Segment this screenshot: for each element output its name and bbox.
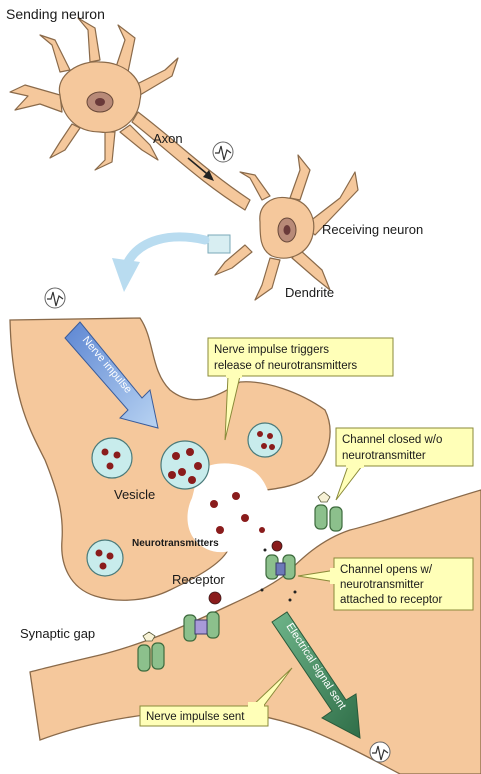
ion-channel-open <box>265 540 296 580</box>
label-vesicle: Vesicle <box>114 487 155 502</box>
sending-neuron <box>9 17 251 211</box>
callout-opens-line3: attached to receptor <box>340 594 442 606</box>
zoom-box <box>207 234 231 254</box>
impulse-icon <box>212 141 234 163</box>
impulse-icon <box>369 741 391 763</box>
zoom-arrow <box>123 232 210 267</box>
receiving-neuron <box>214 154 359 301</box>
callout-opens-line2: neurotransmitter <box>340 579 424 591</box>
ion-channel <box>137 631 165 672</box>
callout-closed-line1: Channel closed w/o <box>342 434 442 446</box>
callout-closed: Channel closed w/o neurotransmitter <box>335 427 474 501</box>
vesicle <box>247 422 283 458</box>
neurotransmitter-cluster <box>210 492 265 534</box>
label-receiving-neuron: Receiving neuron <box>322 222 423 237</box>
vesicle <box>86 539 124 577</box>
ion-channel <box>183 591 222 642</box>
synaptic-cleft <box>187 463 271 553</box>
callout-opens: Channel opens w/ neurotransmitter attach… <box>297 557 474 611</box>
vesicle <box>160 440 210 490</box>
callout-trigger-line2: release of neurotransmitters <box>214 360 357 372</box>
label-dendrite: Dendrite <box>285 285 334 300</box>
callout-trigger: Nerve impulse triggers release of neurot… <box>207 337 394 441</box>
label-neurotransmitters: Neurotransmitters <box>132 538 219 549</box>
callout-sent-text: Nerve impulse sent <box>146 711 245 723</box>
label-axon: Axon <box>153 131 183 146</box>
callout-closed-line2: neurotransmitter <box>342 450 426 462</box>
impulse-icon <box>44 287 66 309</box>
callout-opens-line1: Channel opens w/ <box>340 564 433 576</box>
ion-channel-closed <box>314 491 343 532</box>
callout-sent: Nerve impulse sent <box>139 667 293 727</box>
label-receptor: Receptor <box>172 572 225 587</box>
label-synaptic-gap: Synaptic gap <box>20 626 95 641</box>
vesicle <box>91 437 133 479</box>
callout-trigger-line1: Nerve impulse triggers <box>214 344 329 356</box>
label-sending-neuron: Sending neuron <box>6 6 105 22</box>
